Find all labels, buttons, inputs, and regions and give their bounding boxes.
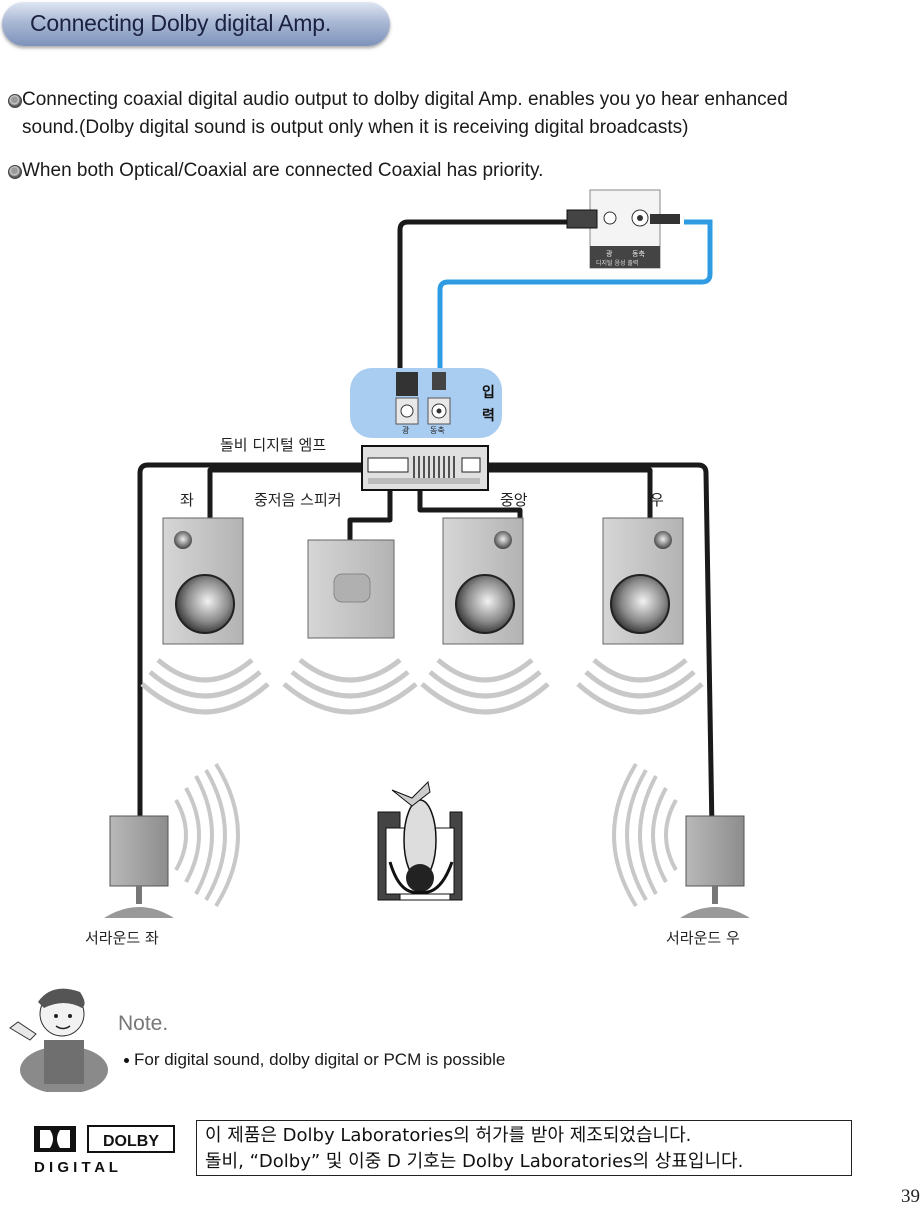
trademark-line-1: 이 제품은 Dolby Laboratories의 허가를 받아 제조되었습니다… xyxy=(205,1125,692,1146)
amp-input-panel: 광 동축 입 력 xyxy=(350,368,502,438)
speaker-label-surround-right: 서라운드 우 xyxy=(666,929,740,947)
dolby-digital-logo: DOLBY D I G I T A L xyxy=(32,1124,178,1179)
dolby-double-d-icon: DOLBY D I G I T A L xyxy=(34,1125,175,1176)
tv-output-panel: 광 동축 디지털 음성 출력 xyxy=(566,189,680,269)
intro-paragraph-2: When both Optical/Coaxial are connected … xyxy=(22,160,544,181)
surround-left-speaker xyxy=(104,815,174,918)
dolby-amp-unit xyxy=(361,445,489,491)
front-right-speaker xyxy=(602,517,684,645)
intro-paragraph-1: Connecting coaxial digital audio output … xyxy=(22,86,788,142)
amp-input-label-2: 력 xyxy=(482,408,495,424)
listener-icon xyxy=(377,780,463,901)
center-speaker xyxy=(442,517,524,645)
amp-input-label-1: 입 xyxy=(482,385,495,401)
subwoofer xyxy=(307,539,395,639)
surround-right-speaker xyxy=(680,815,750,918)
speaker-label-right: 우 xyxy=(650,491,664,509)
speaker-label-subwoofer: 중저음 스피커 xyxy=(254,491,342,509)
bullet-icon xyxy=(8,165,22,179)
amp-label: 돌비 디지털 엠프 xyxy=(220,436,326,454)
note-item: For digital sound, dolby digital or PCM … xyxy=(124,1050,505,1070)
tv-optical-label: 광 xyxy=(606,250,613,258)
speaker-cables xyxy=(137,219,715,831)
dolby-digital-text: D I G I T A L xyxy=(34,1159,118,1174)
tv-coaxial-label: 동축 xyxy=(632,249,645,258)
sound-waves-front xyxy=(140,658,704,715)
connection-diagram: 광 동축 디지털 음성 출력 광 동축 입 력 돌비 디지털 엠프 좌 중저음 … xyxy=(85,189,750,947)
sound-waves-surround xyxy=(174,762,678,908)
bullet-icon xyxy=(8,94,22,108)
amp-optical-label: 광 xyxy=(402,425,410,435)
speaker-label-surround-left: 서라운드 좌 xyxy=(85,929,159,947)
note-text: For digital sound, dolby digital or PCM … xyxy=(134,1050,506,1069)
trademark-notice: 이 제품은 Dolby Laboratories의 허가를 받아 제조되었습니다… xyxy=(196,1120,852,1176)
intro-line-1: Connecting coaxial digital audio output … xyxy=(22,89,788,110)
note-mascot-icon xyxy=(9,988,108,1092)
coaxial-cable xyxy=(437,219,713,372)
note-title: Note. xyxy=(118,1012,169,1035)
section-title-banner: Connecting Dolby digital Amp. xyxy=(2,2,390,46)
page-number: 39 xyxy=(901,1186,920,1207)
tv-output-caption: 디지털 음성 출력 xyxy=(596,259,638,267)
dolby-brand-text: DOLBY xyxy=(103,1133,159,1150)
speaker-label-center: 중앙 xyxy=(500,491,528,509)
trademark-line-2: 돌비, “Dolby” 및 이중 D 기호는 Dolby Laboratorie… xyxy=(205,1151,744,1172)
bullet-dot-icon xyxy=(124,1058,129,1064)
intro-line-2: sound.(Dolby digital sound is output onl… xyxy=(22,117,689,138)
speaker-label-left: 좌 xyxy=(180,491,194,509)
amp-coaxial-label: 동축 xyxy=(430,426,445,435)
front-left-speaker xyxy=(162,517,244,645)
page-title: Connecting Dolby digital Amp. xyxy=(30,10,332,36)
